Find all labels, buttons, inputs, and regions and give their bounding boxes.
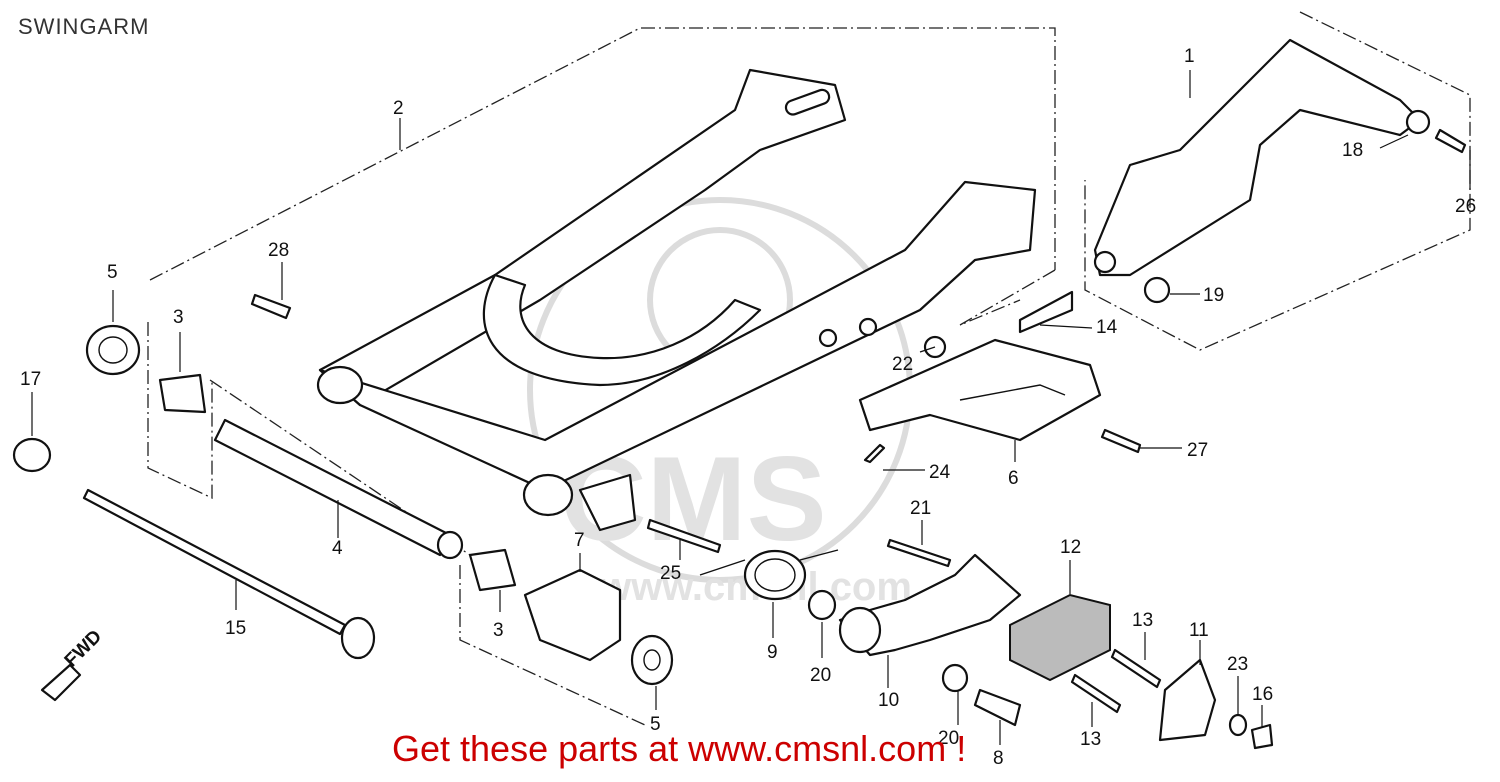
callout-26: 26 — [1455, 196, 1476, 217]
callout-23: 23 — [1227, 654, 1248, 675]
forward-arrow: FWD — [40, 626, 106, 702]
assembly-outline-lines — [147, 11, 1471, 726]
callout-7: 7 — [574, 530, 585, 551]
tension-spring — [699, 549, 839, 601]
callout-1: 1 — [1184, 46, 1195, 67]
chain-slider-bracket — [858, 338, 1102, 442]
callout-13a: 13 — [1132, 610, 1153, 631]
pivot-collar — [213, 418, 464, 560]
callout-3b: 3 — [493, 620, 504, 641]
callout-18: 18 — [1342, 140, 1363, 161]
fwd-label: FWD — [61, 626, 106, 671]
promo-banner-link[interactable]: Get these parts at www.cmsnl.com ! — [392, 728, 967, 769]
pivot-bolt — [82, 488, 376, 660]
callout-16: 16 — [1252, 684, 1273, 705]
rear-fork-pivot-block — [523, 568, 622, 662]
callout-labels: 1 2 3 3 4 5 5 6 7 8 9 10 11 12 13 13 14 … — [20, 46, 1476, 769]
swingarm-body — [316, 68, 1037, 532]
callout-11: 11 — [1189, 620, 1209, 641]
callout-24: 24 — [929, 462, 951, 483]
bushings — [12, 324, 674, 686]
tensioner-arm — [838, 553, 1022, 657]
callout-5a: 5 — [107, 262, 118, 283]
callout-4: 4 — [332, 538, 343, 559]
callout-19: 19 — [1203, 285, 1224, 306]
callout-21: 21 — [910, 498, 931, 519]
callout-2: 2 — [393, 98, 404, 119]
diagram-title: SWINGARM — [18, 14, 150, 39]
callout-14: 14 — [1096, 317, 1118, 338]
callout-9: 9 — [767, 642, 778, 663]
chain-case — [1093, 38, 1422, 277]
chain-slipper — [1009, 593, 1111, 682]
callout-20b: 20 — [938, 728, 959, 749]
slipper-plate — [1158, 658, 1217, 742]
callout-25: 25 — [660, 563, 681, 584]
callout-8: 8 — [993, 748, 1004, 769]
callout-10: 10 — [878, 690, 899, 711]
callout-6: 6 — [1008, 468, 1019, 489]
callout-27: 27 — [1187, 440, 1208, 461]
callout-28: 28 — [268, 240, 289, 261]
callout-12: 12 — [1060, 537, 1081, 558]
callout-13b: 13 — [1080, 729, 1101, 750]
callout-22: 22 — [892, 354, 913, 375]
callout-20a: 20 — [810, 665, 831, 686]
leader-lines — [31, 70, 1471, 745]
callout-5b: 5 — [650, 714, 661, 735]
callout-15: 15 — [225, 618, 246, 639]
fasteners — [250, 109, 1467, 750]
caution-label — [1018, 290, 1074, 334]
callout-17: 17 — [20, 369, 41, 390]
callout-3a: 3 — [173, 307, 184, 328]
